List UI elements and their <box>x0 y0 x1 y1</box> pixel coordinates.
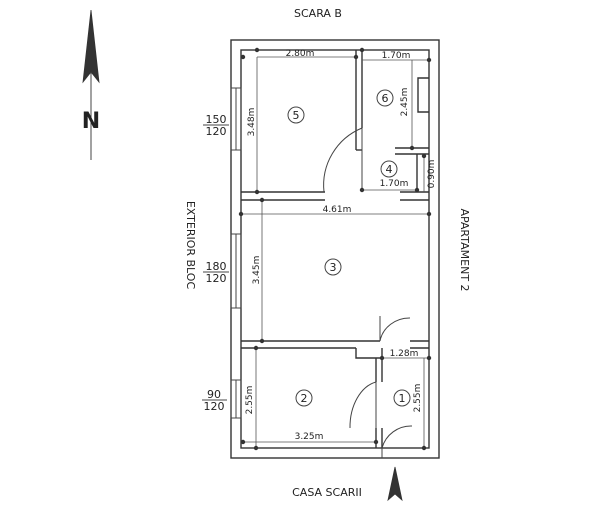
room-5-height: 3.48m <box>247 108 257 137</box>
window-3-bottom: 120 <box>204 400 225 413</box>
dim-dot <box>353 54 359 60</box>
dim-dot <box>409 145 415 151</box>
door-swing <box>323 127 363 193</box>
room-6-width: 1.70m <box>382 51 411 61</box>
room-3-height: 3.45m <box>252 256 262 285</box>
dimension-dots <box>238 47 432 451</box>
dim-dot <box>253 345 259 351</box>
window-2-top: 180 <box>206 260 227 273</box>
dim-dot <box>259 197 265 203</box>
room-4-number: 4 <box>386 163 393 176</box>
dim-dot <box>426 355 432 361</box>
doors <box>323 127 413 458</box>
room-1-height: 2.55m <box>413 384 423 413</box>
window-fraction-3: 90 120 <box>202 388 227 413</box>
room-2-badge <box>295 389 313 407</box>
dimension-lines <box>241 56 429 448</box>
label-top-scara: SCARA B <box>294 7 342 20</box>
room-6-number: 6 <box>382 92 389 105</box>
room-3-badge <box>324 258 342 276</box>
room-1-number: 1 <box>399 392 406 405</box>
dim-dot <box>414 187 420 193</box>
door-swing <box>349 381 377 429</box>
label-left-exterior: EXTERIOR BLOC <box>184 201 197 290</box>
dim-dot <box>421 445 427 451</box>
dim-dot <box>373 439 379 445</box>
room-4-width: 1.70m <box>380 179 409 189</box>
room-4-badge <box>380 160 398 178</box>
window-fraction-2: 180 120 <box>203 260 229 285</box>
room-3-number: 3 <box>330 261 337 274</box>
north-arrow-icon <box>82 9 100 160</box>
dimension-labels: 2.80m 3.48m 1.70m 2.45m 1.70m 0.90m 4.61… <box>245 49 437 442</box>
room-5-badge <box>287 106 305 124</box>
dim-dot <box>426 57 432 63</box>
dim-dot <box>240 439 246 445</box>
window-1-top: 150 <box>206 113 227 126</box>
window-1-bottom: 120 <box>206 125 227 138</box>
dim-dot <box>240 54 246 60</box>
partition-line <box>355 348 380 359</box>
dim-dot <box>238 211 244 217</box>
window-3-top: 90 <box>207 388 221 401</box>
room-3-width: 4.61m <box>323 205 352 215</box>
room-5-number: 5 <box>293 109 300 122</box>
room-1-width: 1.28m <box>390 349 419 359</box>
room-2-width: 3.25m <box>295 432 324 442</box>
wall-niche <box>417 77 429 113</box>
room-1-badge <box>393 389 411 407</box>
dim-dot <box>254 47 260 53</box>
dim-dot <box>421 153 427 159</box>
room-5-width: 2.80m <box>286 49 315 59</box>
window-fraction-1: 150 120 <box>203 113 229 138</box>
room-4-height: 0.90m <box>427 160 437 189</box>
dim-dot <box>259 338 265 344</box>
label-bottom-casa-scarii: CASA SCARII <box>292 486 362 499</box>
windows <box>230 87 242 419</box>
dim-dot <box>253 445 259 451</box>
window-2-bottom: 120 <box>206 272 227 285</box>
dim-dot <box>359 47 365 53</box>
room-6-badge <box>376 89 394 107</box>
label-right-apartament: APARTAMENT 2 <box>458 208 471 291</box>
room-6-height: 2.45m <box>400 88 410 117</box>
room-2-number: 2 <box>301 392 308 405</box>
dim-dot <box>359 187 365 193</box>
entrance-arrow-icon <box>387 466 403 502</box>
north-label: N <box>82 109 100 134</box>
door-swing <box>379 316 411 342</box>
dim-dot <box>254 189 260 195</box>
room-2-height: 2.55m <box>245 386 255 415</box>
door-swing <box>381 425 413 458</box>
dim-dot <box>426 211 432 217</box>
room-numbers: 5 6 4 3 2 1 <box>287 89 411 407</box>
dim-dot <box>379 355 385 361</box>
